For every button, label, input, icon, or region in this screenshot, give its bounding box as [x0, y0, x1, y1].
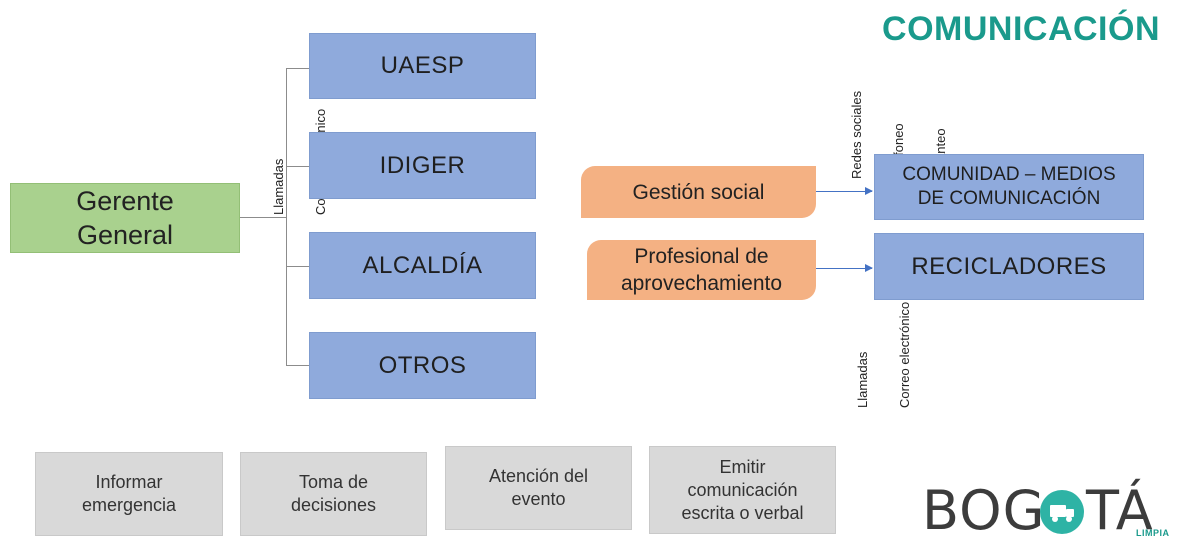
- step-toma-decisiones: Toma de decisiones: [240, 452, 427, 536]
- agency-idiger: IDIGER: [309, 132, 536, 199]
- target-recicladores-label: RECICLADORES: [911, 252, 1107, 280]
- connector-otros: [286, 365, 309, 366]
- page-title: COMUNICACIÓN: [882, 10, 1160, 48]
- agency-idiger-label: IDIGER: [379, 151, 466, 179]
- step-informar-line2: emergencia: [81, 495, 177, 515]
- step-emitir: Emitir comunicación escrita o verbal: [649, 446, 836, 534]
- connector-trunk: [286, 68, 287, 366]
- manager-box: Gerente General: [10, 183, 240, 253]
- target-comunidad-line1: COMUNIDAD – MEDIOS: [902, 164, 1116, 185]
- connector-manager: [240, 217, 286, 218]
- arrow-to-comunidad: [816, 187, 873, 195]
- role-profesional-line1: Profesional de: [634, 245, 769, 268]
- agency-otros-label: OTROS: [378, 351, 467, 379]
- bogota-limpia-logo: BOG TÁ LIMPIA: [922, 484, 1172, 540]
- step-atencion-line2: evento: [511, 489, 566, 509]
- logo-text-right: TÁ: [1086, 479, 1154, 542]
- target-comunidad: COMUNIDAD – MEDIOS DE COMUNICACIÓN: [874, 154, 1144, 220]
- logo-text-left: BOG: [922, 479, 1046, 542]
- right-channels-label: Llamadas Correo electrónico: [828, 302, 926, 408]
- manager-label-line1: Gerente: [76, 186, 174, 216]
- role-profesional: Profesional de aprovechamiento: [587, 240, 816, 300]
- manager-label-line2: General: [76, 220, 174, 250]
- social-channel-redes: Redes sociales: [849, 90, 864, 179]
- role-gestion-social: Gestión social: [581, 166, 816, 218]
- connector-uaesp: [286, 68, 309, 69]
- step-emitir-line1: Emitir: [719, 456, 766, 477]
- step-emitir-line3: escrita o verbal: [681, 502, 804, 523]
- arrow-to-recicladores: [816, 264, 873, 272]
- connector-idiger: [286, 166, 309, 167]
- logo-sub: LIMPIA: [1136, 528, 1170, 538]
- connector-alcaldia: [286, 266, 309, 267]
- agency-otros: OTROS: [309, 332, 536, 399]
- step-toma-line2: decisiones: [290, 495, 377, 515]
- step-informar: Informar emergencia: [35, 452, 223, 536]
- agency-uaesp-label: UAESP: [380, 52, 465, 79]
- role-gestion-social-label: Gestión social: [632, 180, 765, 204]
- target-comunidad-line2: DE COMUNICACIÓN: [917, 188, 1101, 209]
- left-channel-llamadas: Llamadas: [271, 158, 286, 215]
- agency-alcaldia-label: ALCALDÍA: [362, 251, 483, 279]
- step-atencion: Atención del evento: [445, 446, 632, 530]
- right-channel-llamadas: Llamadas: [855, 351, 870, 408]
- truck-icon: [1040, 490, 1084, 534]
- target-recicladores: RECICLADORES: [874, 233, 1144, 300]
- right-channel-correo: Correo electrónico: [897, 301, 912, 408]
- role-profesional-line2: aprovechamiento: [620, 272, 783, 295]
- step-informar-line1: Informar: [95, 472, 163, 492]
- step-emitir-line2: comunicación: [687, 479, 798, 500]
- agency-alcaldia: ALCALDÍA: [309, 232, 536, 299]
- step-atencion-line1: Atención del: [488, 466, 589, 486]
- agency-uaesp: UAESP: [309, 33, 536, 99]
- step-toma-line1: Toma de: [298, 472, 369, 492]
